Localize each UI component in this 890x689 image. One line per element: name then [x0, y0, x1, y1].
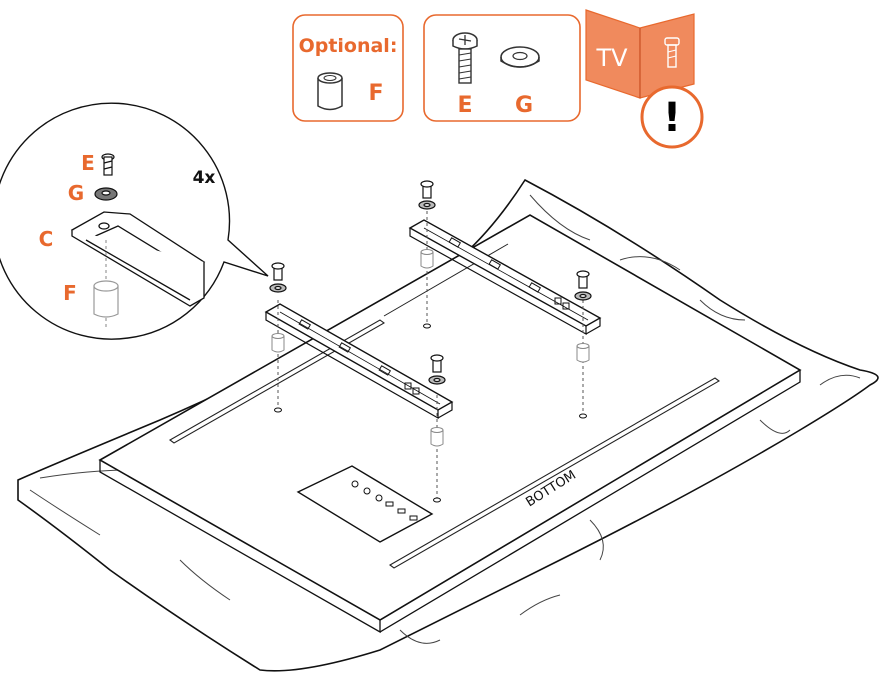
spacer-icon [271, 249, 590, 447]
detail-callout: 4x E G C F [0, 102, 269, 340]
warning-icon: ! [640, 85, 704, 149]
screw-icon [452, 32, 478, 84]
warning-glyph: ! [663, 95, 681, 141]
optional-label: Optional: [299, 35, 398, 57]
washer-icon [500, 46, 540, 68]
optional-spacer-box: Optional: F [292, 14, 404, 122]
callout-spacer-letter: F [63, 281, 77, 305]
washer-icon [94, 187, 118, 201]
washer-letter: G [515, 93, 533, 118]
tv-manual-icon: TV [585, 9, 695, 99]
spacer-letter: F [368, 81, 383, 106]
mount-bracket-right [408, 219, 602, 336]
tv-label: TV [595, 44, 628, 72]
screw-washer-box: E G [423, 14, 581, 122]
manual-screw-icon [664, 37, 680, 68]
callout-screw-letter: E [81, 151, 95, 175]
mount-holes [274, 323, 587, 503]
screw-icon [428, 354, 446, 385]
spacer-icon [317, 72, 343, 111]
mount-bracket-left [264, 303, 454, 420]
screw-icon [101, 153, 115, 176]
quantity-label: 4x [193, 168, 216, 188]
tv-in-protective-bag: BOTTOM [17, 178, 879, 672]
screw-icon [574, 270, 592, 301]
callout-washer-letter: G [68, 181, 84, 205]
bracket-detail [70, 211, 206, 307]
screw-icon [269, 262, 287, 293]
callout-bracket-letter: C [39, 227, 54, 251]
connector-ports [351, 480, 418, 521]
screw-icon [418, 180, 436, 210]
screw-letter: E [457, 93, 472, 118]
spacer-icon [93, 240, 119, 330]
